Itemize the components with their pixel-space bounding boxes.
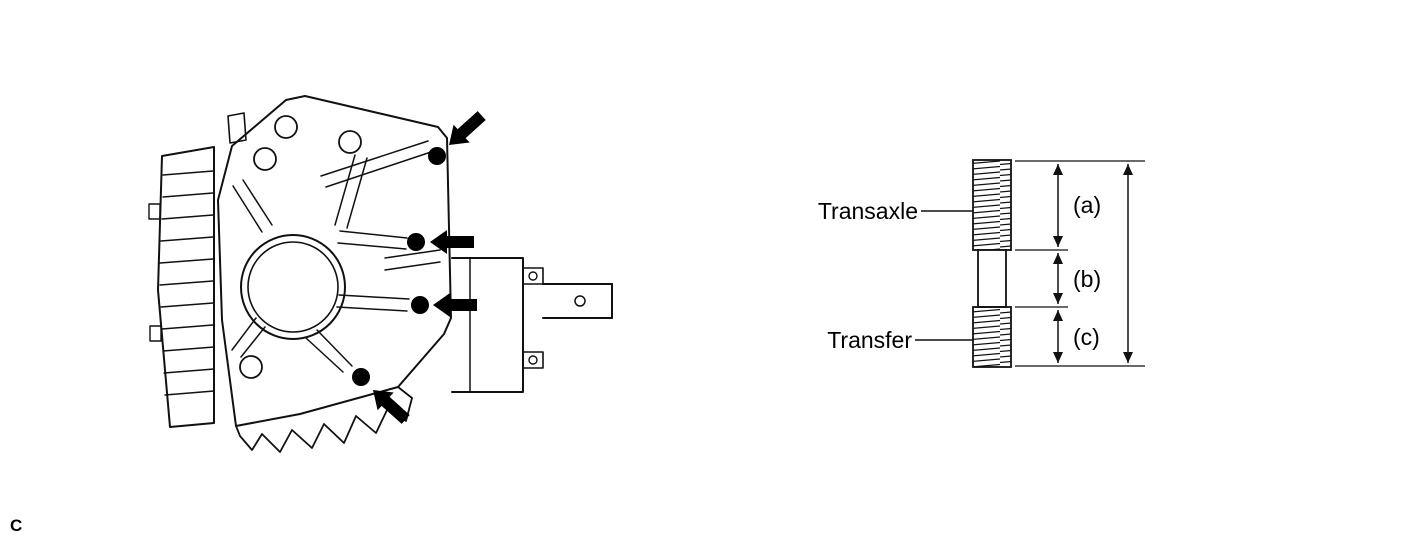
stud-location-marker (411, 293, 477, 317)
leader-lines (915, 210, 973, 341)
stud-bolt-location-markers (352, 106, 490, 429)
transaxle-label: Transaxle (818, 198, 918, 224)
end-cover-ribs (148, 146, 215, 428)
flange-holes (239, 115, 362, 379)
dimension-c-label: (c) (1073, 324, 1100, 350)
center-bore-circle (240, 234, 346, 340)
dimension-b-label: (b) (1073, 266, 1101, 292)
center-bore-inner-circle (247, 241, 339, 333)
stud-bolt (972, 159, 1012, 368)
dimension-arrows (1053, 164, 1133, 363)
transaxle-rear-view-diagram (148, 95, 613, 453)
case-flange-plate (217, 95, 452, 427)
stud-bolt-location-arrow-icon (440, 106, 490, 154)
stud-location-marker (352, 368, 414, 429)
stud-location-marker (407, 230, 474, 254)
dimension-a-label: (a) (1073, 192, 1101, 218)
stud-thread-bottom (972, 306, 1012, 368)
stud-bolt-dimension-diagram: Transaxle Transfer (a) (b) (c) (818, 159, 1145, 368)
stud-location-marker (428, 106, 490, 165)
stud-dot (428, 147, 446, 165)
extension-lines (1015, 160, 1145, 367)
stud-dot (411, 296, 429, 314)
web-ribs (231, 140, 441, 373)
stud-shank (977, 249, 1007, 308)
transfer-label: Transfer (827, 327, 912, 353)
stud-thread-top (972, 159, 1012, 251)
transfer-housing (451, 257, 613, 393)
figure-index-label: C (10, 516, 23, 535)
stud-dot (352, 368, 370, 386)
stud-dot (407, 233, 425, 251)
